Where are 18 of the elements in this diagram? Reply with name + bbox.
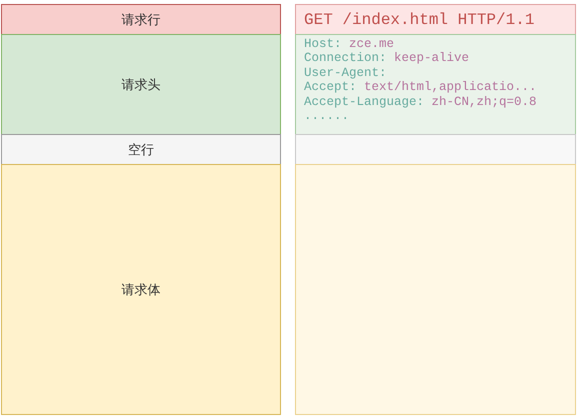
header-line: Connection: keep-alive bbox=[304, 51, 470, 66]
header-line: Accept-Language: zh-CN,zh;q=0.8 bbox=[304, 94, 537, 110]
header-line: ...... bbox=[304, 109, 350, 124]
blank-box bbox=[295, 134, 576, 165]
header-line: User-Agent: bbox=[304, 66, 387, 80]
request-line-text: GET /index.html HTTP/1.1 bbox=[304, 10, 534, 28]
section-box bbox=[1, 4, 281, 35]
blank-box bbox=[295, 164, 576, 415]
header-box bbox=[295, 34, 576, 135]
header-line: Host: zce.me bbox=[304, 37, 394, 52]
section-label: 请求行 bbox=[122, 10, 160, 28]
section-label: 空行 bbox=[128, 140, 154, 158]
section-box bbox=[1, 134, 281, 165]
section-label: 请求体 bbox=[122, 280, 160, 298]
section-label: 请求头 bbox=[122, 76, 160, 94]
header-line: Accept: text/html,applicatio... bbox=[304, 80, 537, 95]
section-box bbox=[1, 164, 281, 415]
section-box bbox=[1, 34, 281, 135]
